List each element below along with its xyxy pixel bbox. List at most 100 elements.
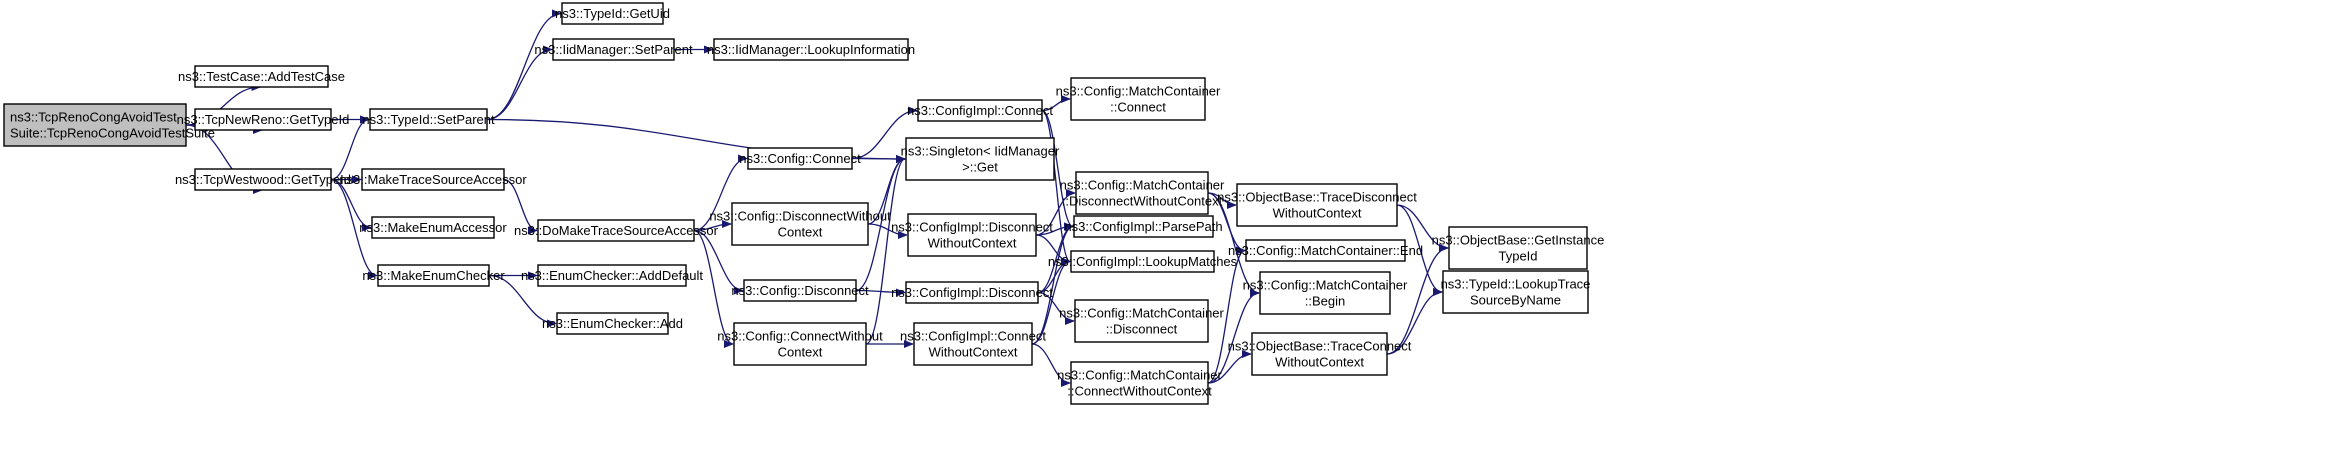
node-box — [1251, 332, 1388, 376]
node-box — [1075, 171, 1209, 215]
node-box — [361, 168, 505, 191]
function-node-n13[interactable]: ns3::EnumChecker::Add — [542, 312, 683, 335]
function-node-n25[interactable]: ns3::ConfigImpl::ParsePath — [1064, 215, 1223, 238]
call-edge-n28-n30 — [1207, 289, 1260, 384]
function-node-n3[interactable]: ns3::TcpWestwood::GetTypeId — [175, 168, 351, 191]
node-label-line: ns3::ConfigImpl::LookupMatches — [1048, 254, 1238, 269]
node-label-line: ns3::TcpWestwood::GetTypeId — [175, 172, 351, 187]
node-label-line: WithoutContext — [928, 236, 1017, 251]
call-edge-n16-n19 — [855, 155, 906, 292]
function-node-n28[interactable]: ns3::Config::MatchContainer::ConnectWith… — [1057, 361, 1223, 405]
node-label-line: ns3::Config::MatchContainer — [1059, 306, 1224, 321]
node-label-line: ns3::DoMakeTraceSourceAccessor — [514, 223, 719, 238]
node-box — [731, 202, 869, 246]
node-layer: ns3::TcpRenoCongAvoidTestSuite::TcpRenoC… — [3, 2, 1605, 405]
function-node-n31[interactable]: ns3::ObjectBase::TraceDisconnectWithoutC… — [1217, 183, 1417, 227]
call-edge-n11-n15 — [693, 220, 732, 232]
call-edge-n11-n17 — [693, 229, 734, 348]
function-node-n16[interactable]: ns3::Config::Disconnect — [731, 279, 869, 302]
node-box — [1259, 271, 1391, 315]
node-box — [1448, 226, 1588, 270]
function-node-n15[interactable]: ns3::Config::DisconnectWithoutContext — [709, 202, 891, 246]
node-box — [561, 2, 664, 25]
node-box — [713, 38, 909, 61]
node-box — [743, 279, 857, 302]
node-box — [913, 322, 1033, 366]
node-box — [905, 137, 1055, 181]
function-node-n4[interactable]: ns3::TypeId::SetParent — [362, 108, 495, 131]
node-label-line: ns3::EnumChecker::Add — [542, 316, 683, 331]
node-label-line: ns3::Config::MatchContainer — [1243, 278, 1408, 293]
function-node-n19[interactable]: ns3::Singleton< IidManager>::Get — [901, 137, 1060, 181]
node-box — [907, 213, 1037, 257]
function-node-n7[interactable]: ns3::IidManager::LookupInformation — [707, 38, 915, 61]
node-label-line: Context — [778, 225, 823, 240]
call-edge-n28-n32 — [1207, 350, 1252, 384]
node-label-line: ns3::TypeId::LookupTrace — [1441, 277, 1591, 292]
function-node-n2[interactable]: ns3::TcpNewReno::GetTypeId — [177, 108, 350, 131]
call-edge-n10-n13 — [488, 274, 557, 328]
call-edge-n8-n11 — [503, 178, 538, 235]
node-label-line: ::Disconnect — [1106, 322, 1178, 337]
function-node-n26[interactable]: ns3::ConfigImpl::LookupMatches — [1048, 250, 1238, 273]
call-edge-n21-n27 — [1037, 291, 1075, 325]
call-edge-n4-n6 — [486, 45, 553, 121]
node-box — [194, 108, 332, 131]
node-label-line: ns3::Config::ConnectWithout — [717, 329, 883, 344]
node-label-line: ns3::ConfigImpl::ParsePath — [1064, 219, 1222, 234]
node-label-line: ns3::TypeId::GetUid — [555, 6, 670, 21]
function-node-n10[interactable]: ns3::MakeEnumChecker — [362, 264, 505, 287]
node-box — [371, 216, 495, 239]
function-node-n21[interactable]: ns3::ConfigImpl::Disconnect — [891, 281, 1053, 304]
node-box — [537, 219, 695, 242]
function-node-n23[interactable]: ns3::Config::MatchContainer::Connect — [1056, 77, 1221, 121]
function-node-n9[interactable]: ns3::MakeEnumAccessor — [359, 216, 507, 239]
function-node-n29[interactable]: ns3::Config::MatchContainer::End — [1228, 239, 1423, 262]
function-node-n12[interactable]: ns3::EnumChecker::AddDefault — [521, 264, 703, 287]
call-edge-n22-n28 — [1031, 343, 1071, 387]
node-label-line: ns3::MakeEnumAccessor — [359, 220, 507, 235]
function-node-n22[interactable]: ns3::ConfigImpl::ConnectWithoutContext — [900, 322, 1046, 366]
node-label-line: ns3::Config::MatchContainer — [1060, 178, 1225, 193]
function-node-n27[interactable]: ns3::Config::MatchContainer::Disconnect — [1059, 299, 1225, 343]
function-node-n24[interactable]: ns3::Config::MatchContainer::DisconnectW… — [1060, 171, 1225, 215]
call-edge-n24-n31 — [1207, 192, 1237, 209]
node-label-line: ns3::Config::Disconnect — [731, 283, 869, 298]
call-edge-n17-n19 — [865, 155, 906, 345]
node-box — [552, 38, 675, 61]
node-box — [556, 312, 669, 335]
function-node-n18[interactable]: ns3::ConfigImpl::Connect — [907, 99, 1053, 122]
node-box — [917, 99, 1043, 122]
node-box — [377, 264, 490, 287]
function-node-n8[interactable]: ns3::MakeTraceSourceAccessor — [339, 168, 527, 191]
call-edge-n18-n23 — [1041, 95, 1071, 112]
node-box — [1070, 77, 1206, 121]
function-node-n14[interactable]: ns3::Config::Connect — [739, 147, 861, 170]
node-box — [1236, 183, 1398, 227]
node-label-line: ns3::Config::MatchContainer — [1056, 84, 1221, 99]
node-label-line: WithoutContext — [929, 345, 1018, 360]
node-label-line: ns3::IidManager::SetParent — [534, 42, 693, 57]
function-node-n11[interactable]: ns3::DoMakeTraceSourceAccessor — [514, 219, 719, 242]
function-node-n20[interactable]: ns3::ConfigImpl::DisconnectWithoutContex… — [891, 213, 1053, 257]
node-label-line: ns3::TypeId::SetParent — [362, 112, 495, 127]
node-label-line: WithoutContext — [1273, 206, 1362, 221]
node-label-line: ns3::ConfigImpl::Disconnect — [891, 220, 1053, 235]
node-label-line: ns3::MakeEnumChecker — [362, 268, 505, 283]
function-node-n17[interactable]: ns3::Config::ConnectWithoutContext — [717, 322, 883, 366]
function-node-n30[interactable]: ns3::Config::MatchContainer::Begin — [1243, 271, 1408, 315]
function-node-n6[interactable]: ns3::IidManager::SetParent — [534, 38, 693, 61]
function-node-n5[interactable]: ns3::TypeId::GetUid — [555, 2, 670, 25]
node-label-line: ns3::Config::DisconnectWithout — [709, 209, 891, 224]
call-edge-n24-n30 — [1207, 192, 1260, 297]
function-node-n1[interactable]: ns3::TestCase::AddTestCase — [178, 65, 345, 88]
call-edge-n22-n25 — [1031, 222, 1074, 345]
edge-layer — [185, 9, 1449, 387]
function-node-n32[interactable]: ns3::ObjectBase::TraceConnectWithoutCont… — [1228, 332, 1412, 376]
node-label-line: ns3::ObjectBase::GetInstance — [1432, 233, 1605, 248]
node-label-line: ns3::Config::MatchContainer::End — [1228, 243, 1423, 258]
node-box — [369, 108, 488, 131]
